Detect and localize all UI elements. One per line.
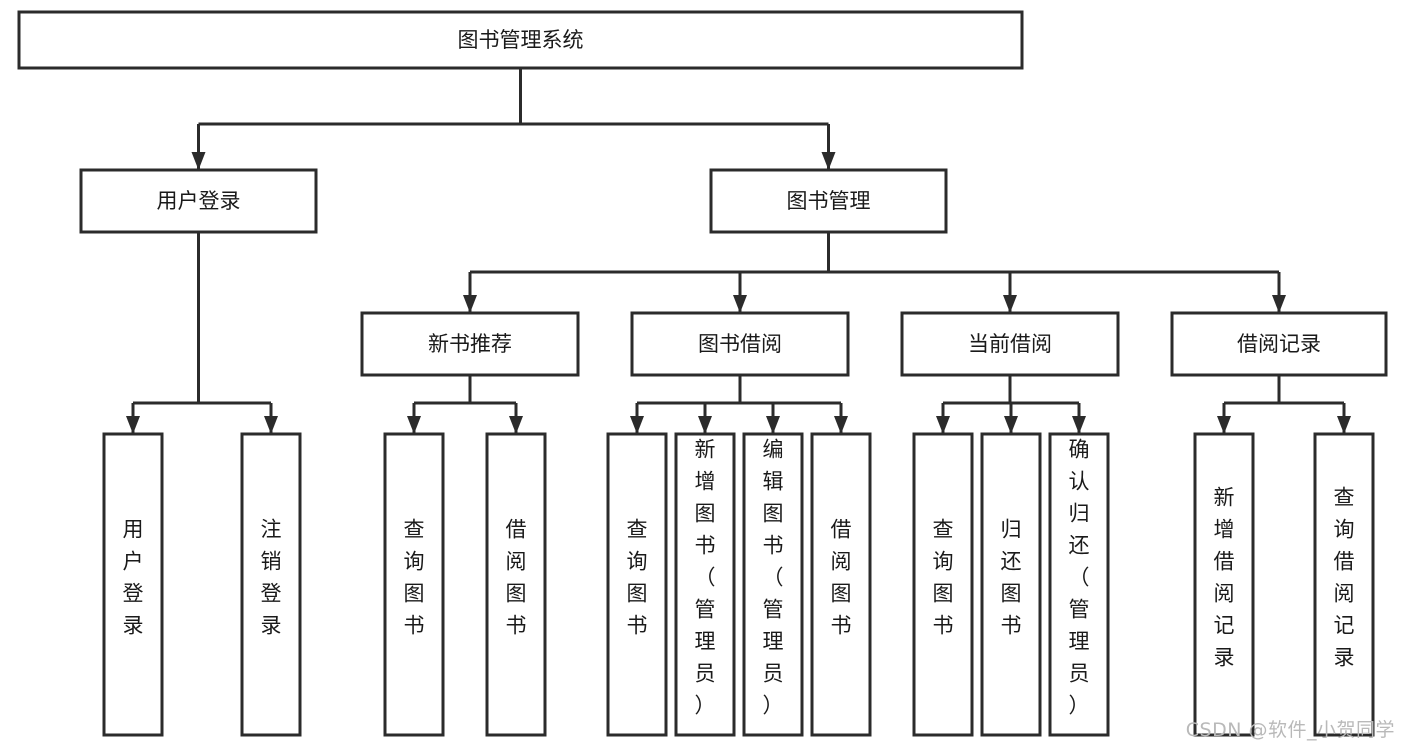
node-leaf-query-book-recommend[interactable]: 查询图书 — [383, 432, 445, 737]
node-label: 编辑图书（管理员） — [763, 438, 784, 718]
node-box[interactable] — [1170, 311, 1388, 377]
node-leaf-logout[interactable]: 注销登录 — [240, 432, 302, 737]
node-current-borrow[interactable]: 当前借阅 — [900, 311, 1120, 377]
node-label: 确认归还（管理员） — [1069, 438, 1090, 718]
node-box[interactable] — [79, 168, 318, 234]
node-label: 借阅图书 — [831, 518, 852, 638]
node-label: 查询图书 — [933, 518, 954, 638]
connector-group — [1217, 375, 1351, 434]
node-leaf-borrow-book-recommend[interactable]: 借阅图书 — [485, 432, 547, 737]
node-box[interactable] — [360, 311, 580, 377]
node-box[interactable] — [240, 432, 302, 737]
arrow-head-icon — [733, 295, 747, 313]
node-box[interactable] — [900, 311, 1120, 377]
connector-group — [463, 232, 1286, 313]
node-label: 查询图书 — [404, 518, 425, 638]
csdn-watermark: CSDN @软件_小贺同学 — [1185, 719, 1395, 741]
connector-group — [936, 375, 1086, 434]
node-layer: 图书管理系统用户登录图书管理新书推荐图书借阅当前借阅借阅记录用户登录注销登录查询… — [17, 10, 1388, 737]
node-box[interactable] — [674, 432, 736, 737]
node-box[interactable] — [102, 432, 164, 737]
arrow-head-icon — [126, 416, 140, 434]
node-user-login[interactable]: 用户登录 — [79, 168, 318, 234]
arrow-head-icon — [1004, 416, 1018, 434]
node-box[interactable] — [912, 432, 974, 737]
node-box[interactable] — [1193, 432, 1255, 737]
arrow-head-icon — [1072, 416, 1086, 434]
node-book-borrow[interactable]: 图书借阅 — [630, 311, 850, 377]
node-system-root[interactable]: 图书管理系统 — [17, 10, 1024, 70]
node-label: 新增借阅记录 — [1214, 486, 1235, 670]
connector-group — [191, 68, 836, 170]
node-label: 借阅图书 — [506, 518, 527, 638]
arrow-head-icon — [821, 152, 836, 170]
arrow-head-icon — [1217, 416, 1231, 434]
node-label: 新书推荐 — [428, 332, 512, 356]
node-label: 注销登录 — [261, 518, 282, 638]
arrow-head-icon — [1337, 416, 1351, 434]
arrow-head-icon — [509, 416, 523, 434]
node-box[interactable] — [980, 432, 1042, 737]
node-box[interactable] — [1048, 432, 1110, 737]
node-book-management[interactable]: 图书管理 — [709, 168, 948, 234]
arrow-head-icon — [936, 416, 950, 434]
node-label: 借阅记录 — [1237, 332, 1321, 356]
connector-group — [407, 375, 523, 434]
node-leaf-edit-book-admin[interactable]: 编辑图书（管理员） — [742, 432, 804, 737]
node-box[interactable] — [606, 432, 668, 737]
node-box[interactable] — [709, 168, 948, 234]
arrow-head-icon — [834, 416, 848, 434]
node-box[interactable] — [485, 432, 547, 737]
node-box[interactable] — [630, 311, 850, 377]
arrow-head-icon — [1272, 295, 1286, 313]
node-label: 查询图书 — [627, 518, 648, 638]
node-label: 用户登录 — [123, 518, 144, 638]
node-box[interactable] — [383, 432, 445, 737]
node-box[interactable] — [742, 432, 804, 737]
connector-layer — [126, 68, 1351, 434]
node-leaf-user-login[interactable]: 用户登录 — [102, 432, 164, 737]
node-label: 图书借阅 — [698, 332, 782, 356]
arrow-head-icon — [463, 295, 477, 313]
node-label: 新增图书（管理员） — [695, 438, 716, 718]
node-label: 图书管理 — [787, 189, 871, 213]
node-label: 当前借阅 — [968, 332, 1052, 356]
node-leaf-query-borrow-record[interactable]: 查询借阅记录 — [1313, 432, 1375, 737]
node-leaf-query-book-borrow[interactable]: 查询图书 — [606, 432, 668, 737]
arrow-head-icon — [630, 416, 644, 434]
node-borrow-record[interactable]: 借阅记录 — [1170, 311, 1388, 377]
node-new-book-recommend[interactable]: 新书推荐 — [360, 311, 580, 377]
connector-group — [126, 232, 278, 434]
node-label: 用户登录 — [157, 189, 241, 213]
node-leaf-borrow-book[interactable]: 借阅图书 — [810, 432, 872, 737]
node-leaf-return-book[interactable]: 归还图书 — [980, 432, 1042, 737]
arrow-head-icon — [264, 416, 278, 434]
node-box[interactable] — [17, 10, 1024, 70]
node-label: 图书管理系统 — [458, 28, 584, 52]
node-leaf-add-book-admin[interactable]: 新增图书（管理员） — [674, 432, 736, 737]
arrow-head-icon — [1003, 295, 1017, 313]
node-box[interactable] — [810, 432, 872, 737]
node-label: 查询借阅记录 — [1334, 486, 1355, 670]
arrow-head-icon — [766, 416, 780, 434]
node-leaf-add-borrow-record[interactable]: 新增借阅记录 — [1193, 432, 1255, 737]
arrow-head-icon — [698, 416, 712, 434]
node-leaf-query-book-current[interactable]: 查询图书 — [912, 432, 974, 737]
node-label: 归还图书 — [1001, 518, 1022, 638]
arrow-head-icon — [407, 416, 421, 434]
arrow-head-icon — [191, 152, 206, 170]
node-box[interactable] — [1313, 432, 1375, 737]
node-leaf-confirm-return-admin[interactable]: 确认归还（管理员） — [1048, 432, 1110, 737]
connector-group — [630, 375, 848, 434]
